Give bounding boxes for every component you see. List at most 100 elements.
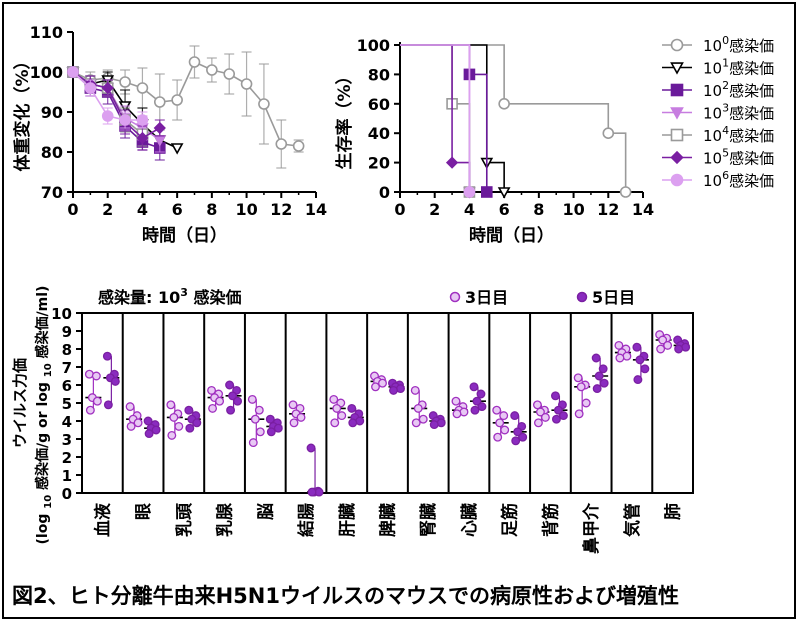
titer-point xyxy=(371,382,380,392)
legend-label: 101感染価 xyxy=(703,57,774,78)
titer-point xyxy=(656,344,666,354)
category-group xyxy=(247,394,283,448)
survival-step-line xyxy=(400,44,471,192)
data-point xyxy=(275,138,288,150)
titer-point xyxy=(581,398,591,408)
titer-point xyxy=(592,384,602,394)
category-group xyxy=(492,405,528,446)
titer-point xyxy=(553,405,563,415)
y-axis-label: ウイルス力価 xyxy=(11,358,29,448)
legend-label: 3日目 xyxy=(465,288,508,307)
figure-caption: 図2、ヒト分離牛由来H5N1ウイルスのマウスでの病原性および増殖性 xyxy=(12,584,679,608)
category-label: 乳腺 xyxy=(215,502,236,537)
category-label: 肝臓 xyxy=(338,503,358,537)
category-label: 腎臓 xyxy=(419,503,439,537)
category-group xyxy=(410,385,446,430)
titer-point xyxy=(493,432,503,442)
y-tick-label: 100 xyxy=(357,36,390,55)
y-tick-label: 6 xyxy=(62,377,72,395)
category-group xyxy=(614,340,650,385)
x-tick-label: 10 xyxy=(562,200,584,219)
legend-item: 101感染価 xyxy=(662,57,774,78)
titer-point xyxy=(348,418,358,428)
y-tick-label: 8 xyxy=(62,341,72,359)
y-tick-label: 0 xyxy=(379,183,390,202)
weight-series xyxy=(67,66,149,129)
titer-point xyxy=(266,427,276,437)
data-point xyxy=(602,127,615,139)
y-tick-label: 60 xyxy=(368,95,390,114)
x-tick-label: 0 xyxy=(394,200,405,219)
survival-series xyxy=(400,44,511,199)
category-label: 脳 xyxy=(256,503,276,520)
y-tick-label: 70 xyxy=(41,183,63,202)
x-tick-label: 0 xyxy=(67,200,78,219)
titer-point xyxy=(169,412,179,422)
titer-legend-item: 3日目 xyxy=(449,288,508,307)
titer-point xyxy=(594,371,604,381)
category-group xyxy=(573,353,609,419)
titer-point xyxy=(330,418,340,428)
titer-point xyxy=(469,382,479,392)
data-point xyxy=(258,98,270,110)
x-tick-label: 8 xyxy=(533,200,544,219)
titer-point xyxy=(91,371,101,381)
y-tick-label: 0 xyxy=(62,485,72,503)
titer-point xyxy=(332,403,342,413)
titer-point xyxy=(663,340,673,350)
data-point xyxy=(101,81,114,95)
titer-point xyxy=(413,403,423,413)
titer-point xyxy=(225,380,235,390)
x-tick-label: 8 xyxy=(206,200,217,219)
titer-point xyxy=(533,418,543,428)
legend-marker xyxy=(670,173,684,187)
x-tick-label: 2 xyxy=(102,200,113,219)
survival-step-line xyxy=(400,44,471,192)
titer-point xyxy=(513,427,523,437)
data-point xyxy=(497,187,511,199)
category-label: 背筋 xyxy=(540,503,561,537)
titer-point xyxy=(248,438,258,448)
data-point xyxy=(480,186,493,198)
category-group xyxy=(166,400,202,440)
titer-point xyxy=(85,405,95,415)
legend-label: 104感染価 xyxy=(703,124,774,145)
titer-point xyxy=(110,376,120,386)
category-group xyxy=(451,382,487,419)
category-label: 肺 xyxy=(664,503,684,520)
legend-marker xyxy=(670,62,684,75)
titer-point xyxy=(265,414,275,424)
x-tick-label: 14 xyxy=(305,200,327,219)
titer-point xyxy=(389,385,398,395)
category-label: 心臓 xyxy=(460,503,480,537)
titer-point xyxy=(492,405,502,415)
data-point xyxy=(498,98,510,110)
titer-point xyxy=(289,418,299,428)
data-point xyxy=(619,186,632,198)
survival-series xyxy=(400,44,476,198)
category-group xyxy=(207,380,243,415)
legend-marker xyxy=(576,291,588,303)
x-tick-label: 4 xyxy=(464,200,475,219)
titer-point xyxy=(306,443,316,453)
category-label: 鼻甲介 xyxy=(581,502,602,554)
titer-point xyxy=(452,409,462,419)
titer-point xyxy=(599,378,609,388)
data-point xyxy=(463,186,476,198)
titer-point xyxy=(411,418,421,428)
data-point xyxy=(240,78,253,90)
legend-label: 102感染価 xyxy=(703,79,774,100)
titer-point xyxy=(103,400,113,410)
data-point xyxy=(206,64,218,76)
y-tick-label: 20 xyxy=(368,154,390,173)
category-group xyxy=(84,351,120,415)
data-point xyxy=(119,76,131,88)
data-point xyxy=(84,82,97,94)
data-point xyxy=(67,66,79,78)
titer-point xyxy=(558,411,568,421)
titer-point xyxy=(378,378,387,388)
titer-point xyxy=(228,391,238,401)
